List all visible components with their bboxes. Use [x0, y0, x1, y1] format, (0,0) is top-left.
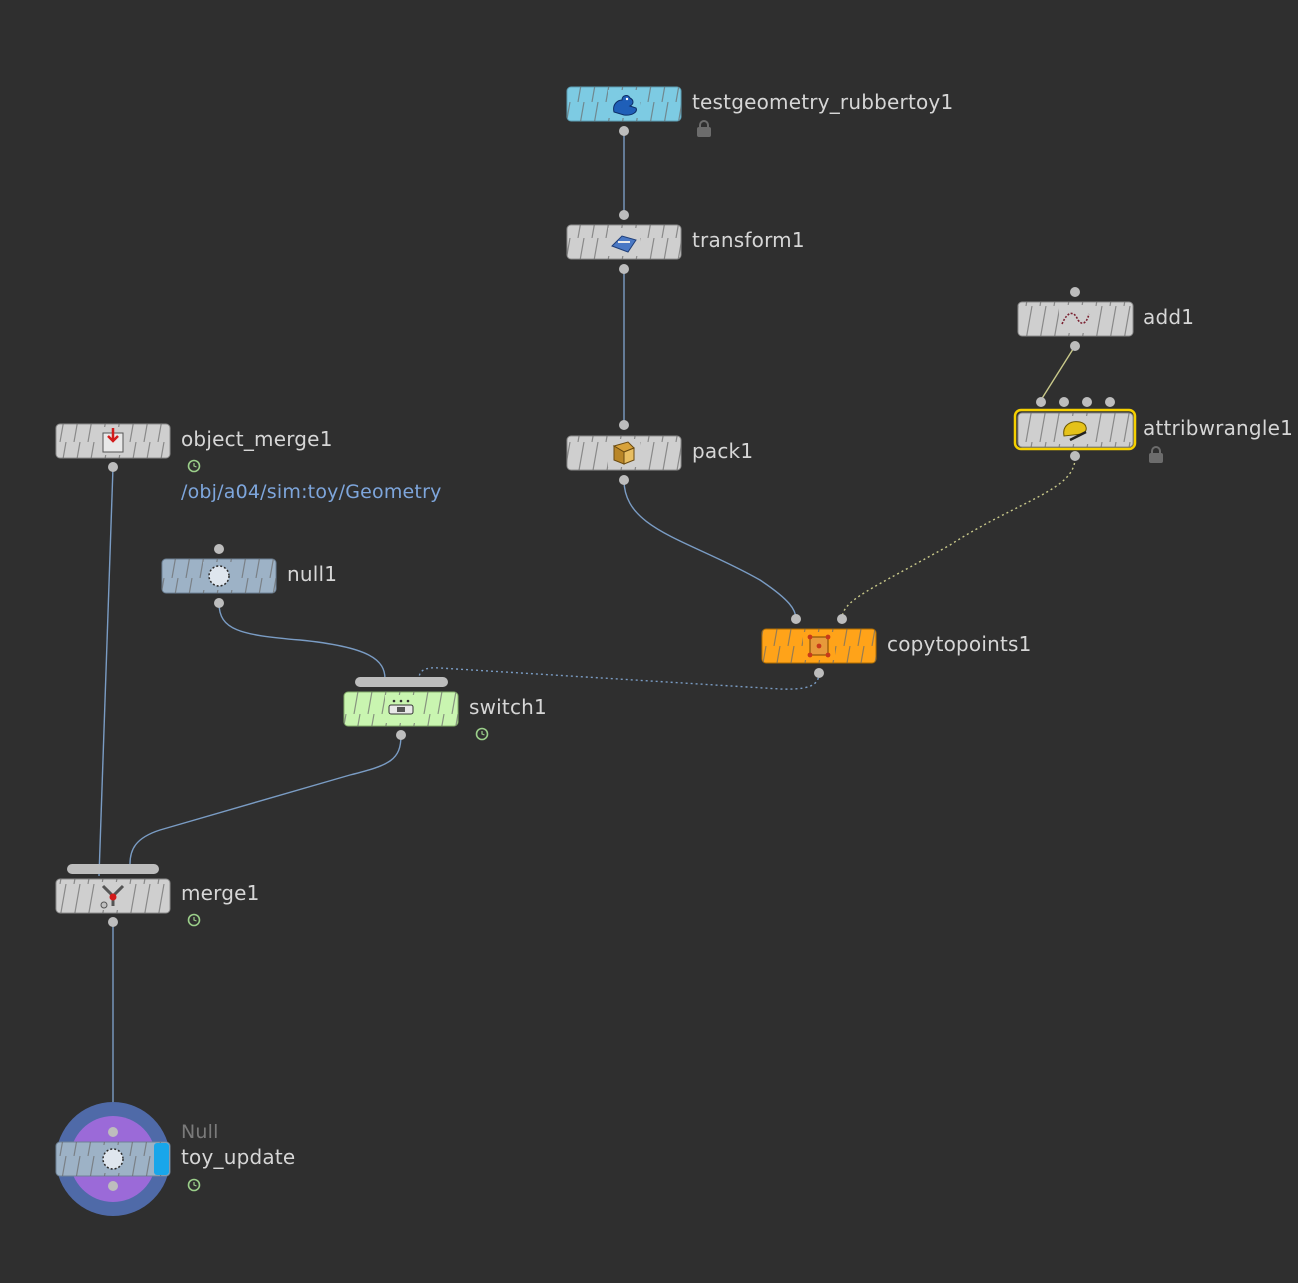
wrangle-icon — [1059, 416, 1091, 444]
node-transform1[interactable] — [566, 210, 682, 274]
output-port[interactable] — [619, 126, 629, 136]
wire-pack-to-copytopoints[interactable] — [623, 479, 797, 620]
output-port[interactable] — [619, 475, 629, 485]
output-port[interactable] — [814, 668, 824, 678]
rubbertoy-icon — [608, 90, 640, 118]
node-attribwrangle1[interactable] — [1013, 397, 1163, 463]
transform-icon — [608, 228, 640, 256]
lock-icon — [697, 120, 711, 137]
input-port[interactable] — [214, 544, 224, 554]
selection-outline — [1013, 408, 1137, 451]
time-dependent-icon — [475, 727, 489, 741]
input-port-4[interactable] — [1105, 397, 1115, 407]
node-null1[interactable] — [161, 544, 277, 608]
time-dependent-icon — [187, 913, 201, 927]
wire-copytopoints-to-switch[interactable] — [418, 667, 820, 690]
output-port[interactable] — [108, 1181, 118, 1191]
input-port-2[interactable] — [837, 614, 847, 624]
pack-icon — [608, 439, 640, 467]
object-merge-path-label: /obj/a04/sim:toy/Geometry — [181, 481, 442, 503]
input-port-3[interactable] — [1082, 397, 1092, 407]
node-switch1[interactable] — [343, 677, 489, 741]
output-port[interactable] — [108, 917, 118, 927]
display-flag[interactable] — [154, 1143, 169, 1175]
node-copytopoints1[interactable] — [761, 614, 877, 678]
node-label-attribwrangle1[interactable]: attribwrangle1 — [1143, 416, 1294, 440]
output-port[interactable] — [1070, 451, 1080, 461]
output-port[interactable] — [396, 730, 406, 740]
node-label-add1[interactable]: add1 — [1143, 305, 1195, 329]
node-testgeometry-rubbertoy1[interactable] — [566, 86, 711, 137]
switch-icon — [385, 695, 417, 723]
node-label-pack1[interactable]: pack1 — [692, 439, 754, 463]
time-dependent-icon — [187, 1178, 201, 1192]
object-merge-icon — [97, 427, 129, 455]
time-dependent-icon — [187, 459, 201, 473]
merge-icon — [97, 882, 129, 910]
wires — [98, 131, 1076, 1132]
input-port-1[interactable] — [791, 614, 801, 624]
input-port[interactable] — [619, 210, 629, 220]
lock-icon — [1149, 446, 1163, 463]
node-toy-update[interactable] — [55, 1102, 201, 1216]
node-pack1[interactable] — [566, 420, 682, 485]
output-port[interactable] — [108, 462, 118, 472]
output-port[interactable] — [1070, 341, 1080, 351]
input-port[interactable] — [1070, 287, 1080, 297]
copy-to-points-icon — [803, 632, 835, 660]
output-port[interactable] — [214, 598, 224, 608]
node-add1[interactable] — [1017, 287, 1134, 351]
node-label-merge1[interactable]: merge1 — [181, 881, 260, 905]
node-type-label-toy-update: Null — [181, 1121, 219, 1143]
wire-attribwrangle-to-copytopoints[interactable] — [841, 457, 1076, 620]
wire-null1-to-switch[interactable] — [218, 602, 386, 680]
node-merge1[interactable] — [55, 864, 201, 927]
input-port[interactable] — [108, 1127, 118, 1137]
node-label-testgeometry-rubbertoy1[interactable]: testgeometry_rubbertoy1 — [692, 90, 954, 114]
null-icon — [203, 562, 235, 590]
input-port[interactable] — [619, 420, 629, 430]
node-label-toy-update[interactable]: toy_update — [181, 1145, 296, 1169]
node-label-copytopoints1[interactable]: copytopoints1 — [887, 632, 1032, 656]
multi-input-bar[interactable] — [67, 864, 159, 874]
wire-add-to-attribwrangle[interactable] — [1040, 345, 1076, 401]
input-port-2[interactable] — [1059, 397, 1069, 407]
wire-switch-to-merge[interactable] — [129, 734, 402, 865]
null-icon — [97, 1145, 129, 1173]
curve-icon — [1059, 305, 1091, 333]
multi-input-bar[interactable] — [355, 677, 448, 687]
node-label-switch1[interactable]: switch1 — [469, 695, 547, 719]
wire-object-merge-to-merge[interactable] — [98, 466, 114, 877]
node-label-null1[interactable]: null1 — [287, 562, 338, 586]
output-port[interactable] — [619, 264, 629, 274]
node-label-object-merge1[interactable]: object_merge1 — [181, 427, 333, 451]
node-object-merge1[interactable] — [55, 423, 201, 473]
node-label-transform1[interactable]: transform1 — [692, 228, 805, 252]
input-port-1[interactable] — [1036, 397, 1046, 407]
